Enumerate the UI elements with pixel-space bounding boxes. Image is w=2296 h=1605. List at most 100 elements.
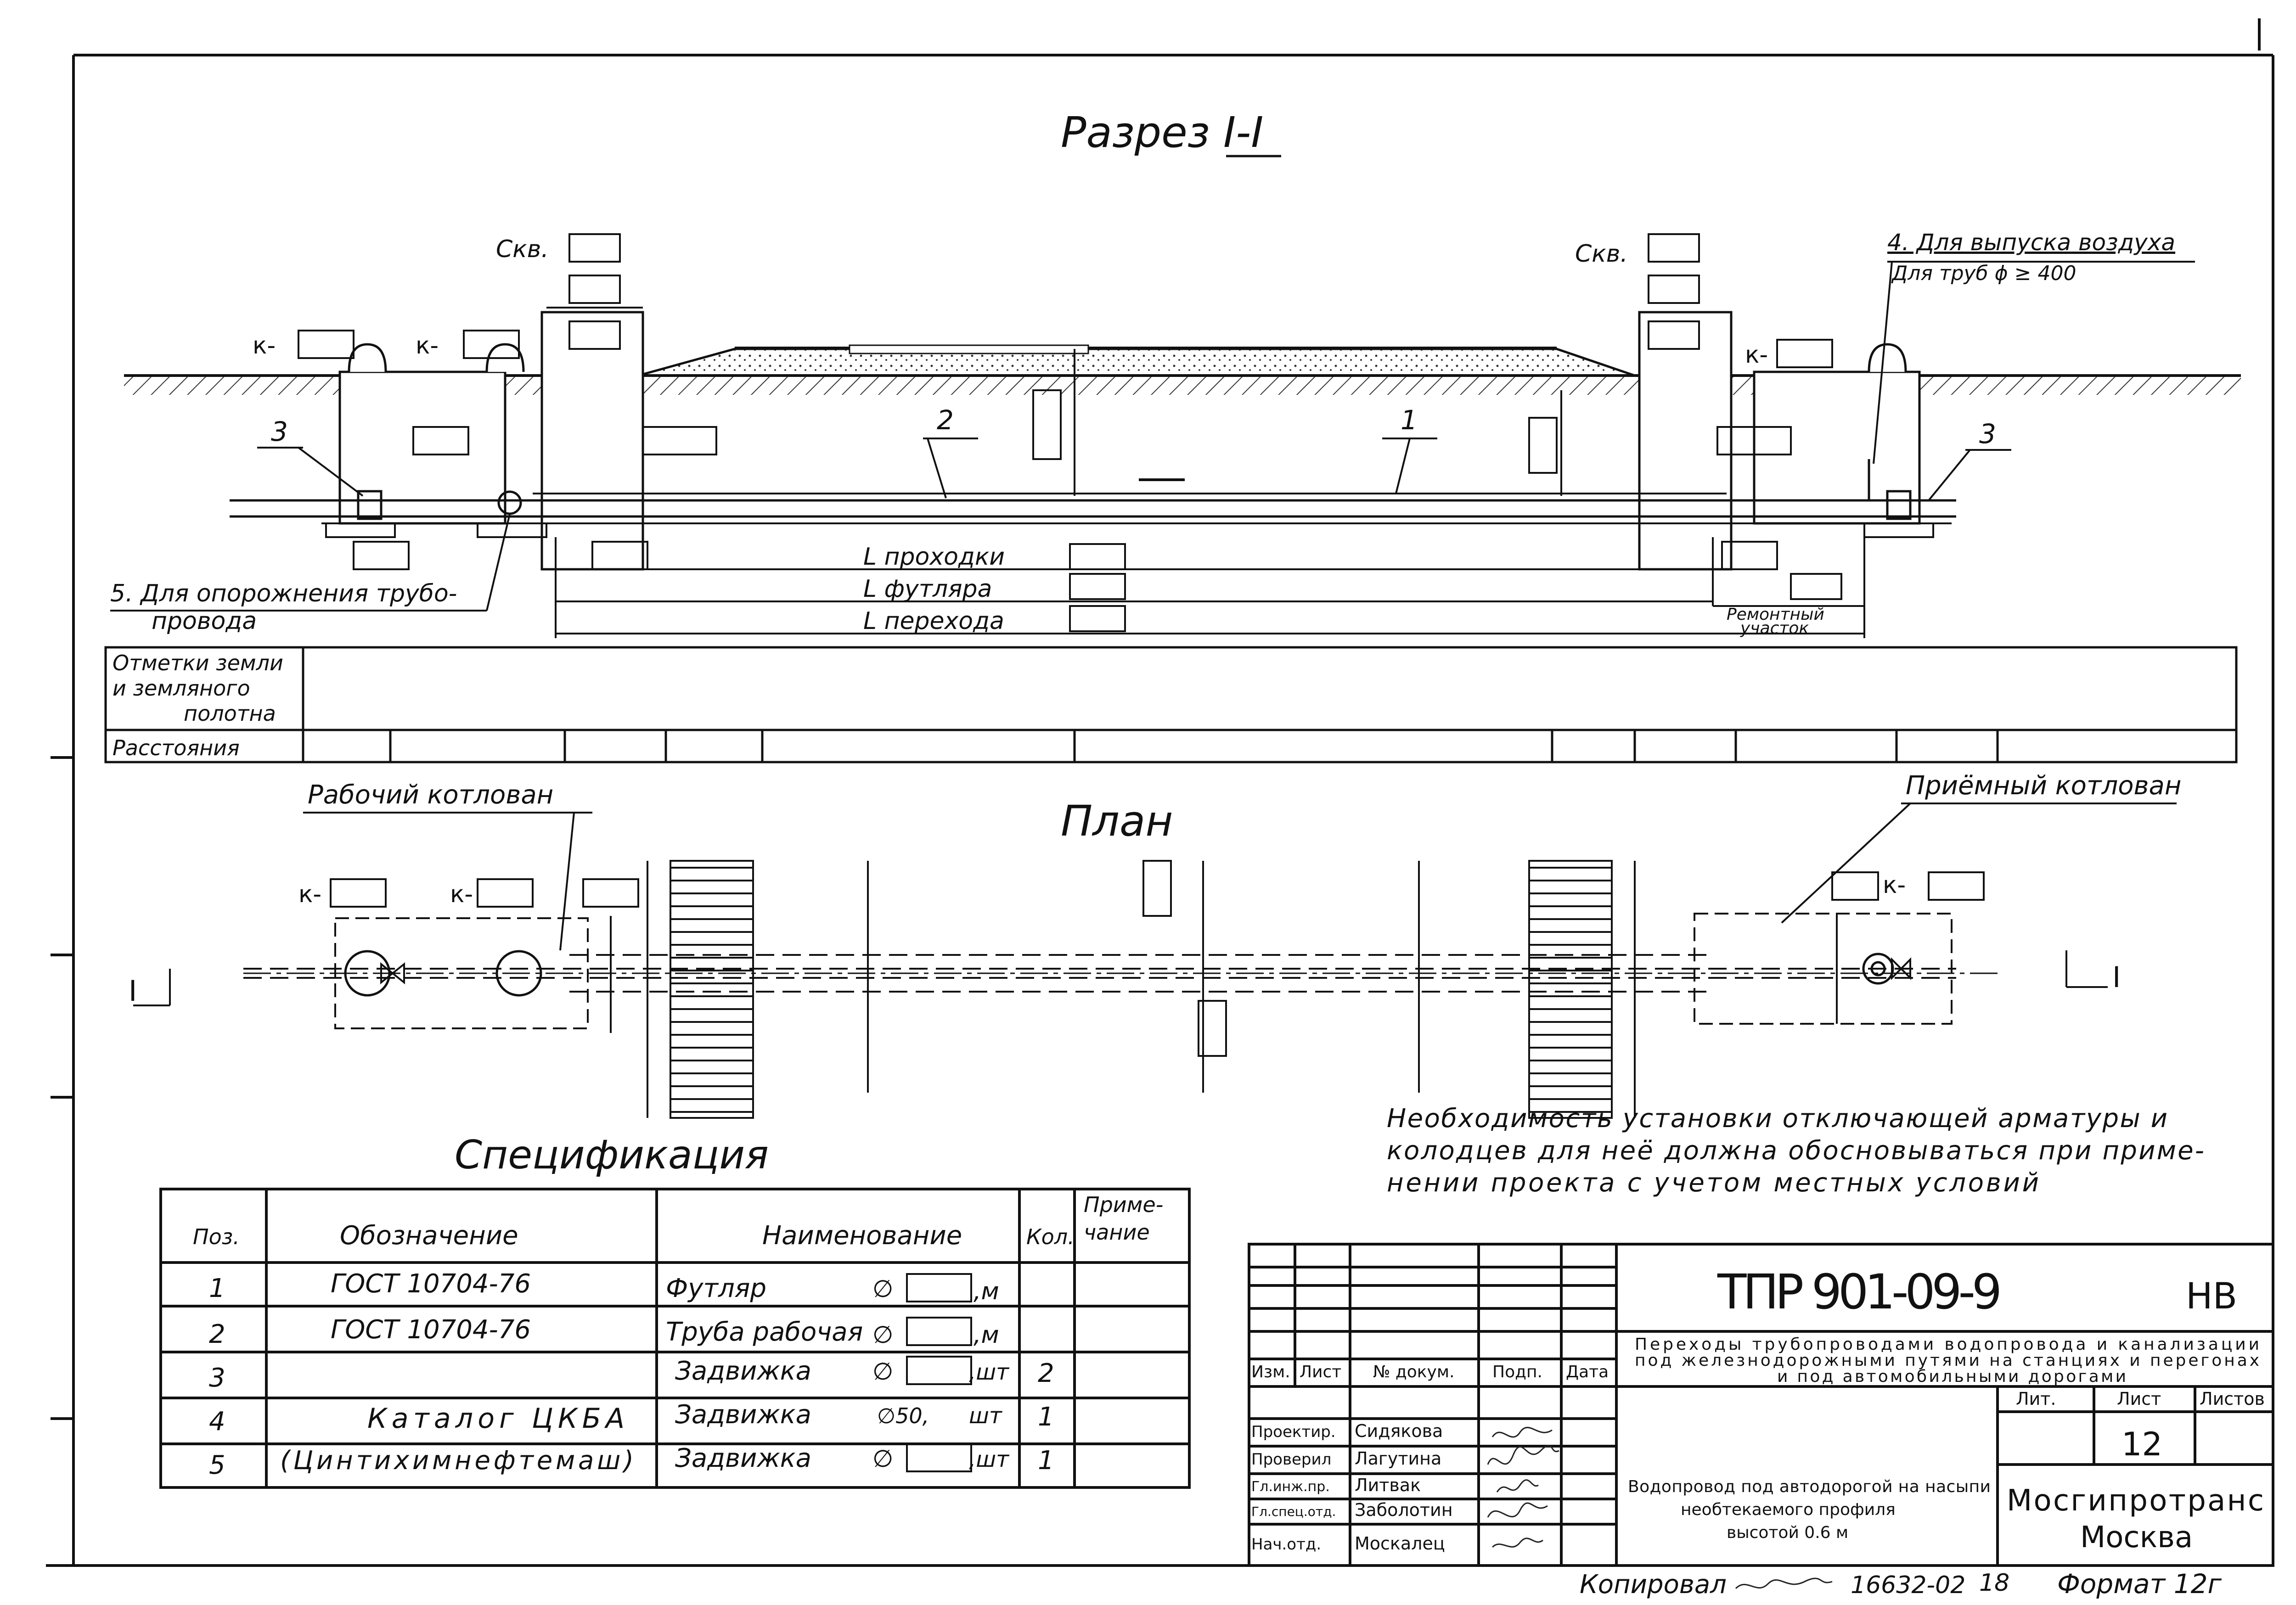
stamp-org-1: Мосгипротранс <box>2007 1484 2264 1518</box>
plan-section-mark-right: I <box>2112 960 2121 994</box>
stamp-desc-3: и под автомобильными дорогами <box>1777 1367 2126 1386</box>
spec-row-blank-box <box>906 1443 972 1472</box>
blank-dimension-boxes <box>298 233 1842 632</box>
plan-section-mark-left: I <box>129 974 137 1008</box>
spec-row-pos: 2 <box>209 1319 225 1349</box>
stamp-suffix: НВ <box>2186 1276 2237 1317</box>
footer-signature <box>1735 1577 1833 1589</box>
footer-page: 18 <box>1979 1569 2009 1597</box>
mark-1: 1 <box>1401 404 1418 436</box>
callout-drain-1: 5. Для опорожнения трубо- <box>110 580 457 607</box>
spec-title: Спецификация <box>455 1132 769 1178</box>
note-line-3: нении проекта с учетом местных условий <box>1387 1168 2039 1198</box>
spec-row-designation: (Цинтихимнефтемаш) <box>280 1446 634 1476</box>
stamp-sheet-title-2: необтекаемого профиля <box>1681 1500 1896 1519</box>
spec-row-unit: ,м <box>974 1321 999 1349</box>
dim-crossing: L перехода <box>863 607 1004 635</box>
spec-row-name: Футляр <box>666 1274 766 1303</box>
spec-row-name: Задвижка <box>675 1356 811 1386</box>
stamp-person: Литвак <box>1355 1475 1421 1495</box>
stamp-role: Проверил <box>1251 1450 1331 1469</box>
spec-row-designation: ГОСТ 10704-76 <box>331 1315 531 1345</box>
stamp-sheet-title-1: Водопровод под автодорогой на насыпи <box>1628 1477 1991 1496</box>
spec-row-unit: ,м <box>974 1278 999 1305</box>
stamp-person: Лагутина <box>1355 1448 1441 1469</box>
dim-casing: L футляра <box>863 575 992 603</box>
stamp-list-value: 12 <box>2122 1425 2162 1463</box>
spec-row-phi: ∅50, <box>877 1403 929 1428</box>
spec-row-blank-box <box>906 1317 972 1346</box>
repair-section-1: Ремонтный <box>1727 605 1824 624</box>
receive-pit-label: Приёмный котлован <box>1906 771 2181 801</box>
stamp-role: Гл.инж.пр. <box>1251 1479 1330 1495</box>
spec-row-blank-box <box>906 1356 972 1385</box>
dim-bore: L проходки <box>863 543 1005 571</box>
spec-row-name: Задвижка <box>675 1443 811 1473</box>
spec-row-phi: ∅ <box>872 1321 893 1349</box>
stamp-sheet-title-3: высотой 0.6 м <box>1727 1523 1848 1542</box>
plan-k-label-1: к- <box>298 881 321 908</box>
spec-row-unit: ,шт <box>969 1447 1010 1472</box>
spec-row-qty: 1 <box>1038 1446 1054 1476</box>
stamp-header-doc: № докум. <box>1373 1363 1454 1381</box>
profile-row1-line1: Отметки земли <box>113 651 283 675</box>
spec-header-designation: Обозначение <box>340 1221 518 1251</box>
profile-row1-line2: и земляного <box>113 676 250 701</box>
repair-section-2: участок <box>1740 619 1809 638</box>
spec-row-phi: ∅ <box>872 1445 893 1473</box>
stamp-header-sign: Подп. <box>1492 1363 1542 1381</box>
spec-row-qty: 1 <box>1038 1402 1054 1432</box>
well-label-left: Скв. <box>496 236 549 263</box>
title-block <box>1248 1243 2274 1567</box>
footer-format: Формат 12г <box>2057 1568 2222 1599</box>
plan-drawing <box>133 860 2108 1119</box>
spec-rows: 1 ГОСТ 10704-76 Футляр ∅ ,м 2 ГОСТ 10704… <box>209 1269 1054 1480</box>
spec-row-phi: ∅ <box>872 1358 893 1386</box>
profile-table <box>104 646 2238 763</box>
stamp-person: Москалец <box>1355 1533 1445 1554</box>
spec-row-unit: шт <box>969 1403 1003 1429</box>
spec-row-pos: 1 <box>209 1274 225 1303</box>
section-title: Разрез I-I <box>1061 108 1263 157</box>
spec-row-unit: ,шт <box>969 1359 1010 1385</box>
spec-row-name: Задвижка <box>675 1400 811 1430</box>
mark-3-right: 3 <box>1979 418 1996 449</box>
stamp-header-list: Лист <box>1300 1363 1341 1381</box>
spec-table <box>159 1188 1191 1489</box>
stamp-role: Гл.спец.отд. <box>1251 1504 1336 1519</box>
spec-row-designation: ГОСТ 10704-76 <box>331 1269 531 1299</box>
spec-header-pos: Поз. <box>193 1224 240 1249</box>
pipeline <box>230 307 1956 538</box>
plan-title: План <box>1061 797 1173 846</box>
stamp-header-izm: Изм. <box>1251 1363 1290 1381</box>
callout-air-note: Для труб ϕ ≥ 400 <box>1891 262 2077 285</box>
stamp-role: Нач.отд. <box>1251 1535 1321 1554</box>
spec-row-pos: 3 <box>209 1363 225 1393</box>
mark-3-left: 3 <box>271 416 288 447</box>
signatures <box>1487 1426 1559 1548</box>
stamp-desc-2: под железнодорожными путями на станциях … <box>1635 1351 2259 1370</box>
stamp-list-label: Лист <box>2117 1389 2161 1409</box>
spec-header-note-1: Приме- <box>1084 1192 1163 1217</box>
stamp-header-date: Дата <box>1566 1363 1609 1381</box>
mark-2: 2 <box>937 404 954 436</box>
k-label-2: к- <box>416 332 439 359</box>
stamp-lit-label: Лит. <box>2016 1389 2056 1409</box>
stamp-lists-label: Листов <box>2200 1389 2265 1409</box>
stamp-person: Сидякова <box>1355 1421 1443 1441</box>
plan-k-label-3: к- <box>1883 871 1906 899</box>
profile-row1-line3: полотна <box>184 701 276 726</box>
work-pit-label: Рабочий котлован <box>308 780 553 810</box>
spec-header-qty: Кол. <box>1026 1224 1075 1249</box>
stamp-people: Проектир. Сидякова Проверил Лагутина Гл.… <box>1251 1421 1453 1554</box>
footer-copied: Копировал <box>1580 1570 1727 1599</box>
dimension-lines <box>555 528 1865 638</box>
k-label-3: к- <box>1745 341 1768 369</box>
spec-header-name: Наименование <box>762 1221 962 1251</box>
spec-row-qty: 2 <box>1038 1358 1054 1388</box>
stamp-org-2: Москва <box>2080 1521 2193 1554</box>
spec-header-note-2: чание <box>1084 1220 1150 1245</box>
stamp-person: Заболотин <box>1355 1500 1453 1520</box>
plan-k-label-2: к- <box>450 881 473 908</box>
